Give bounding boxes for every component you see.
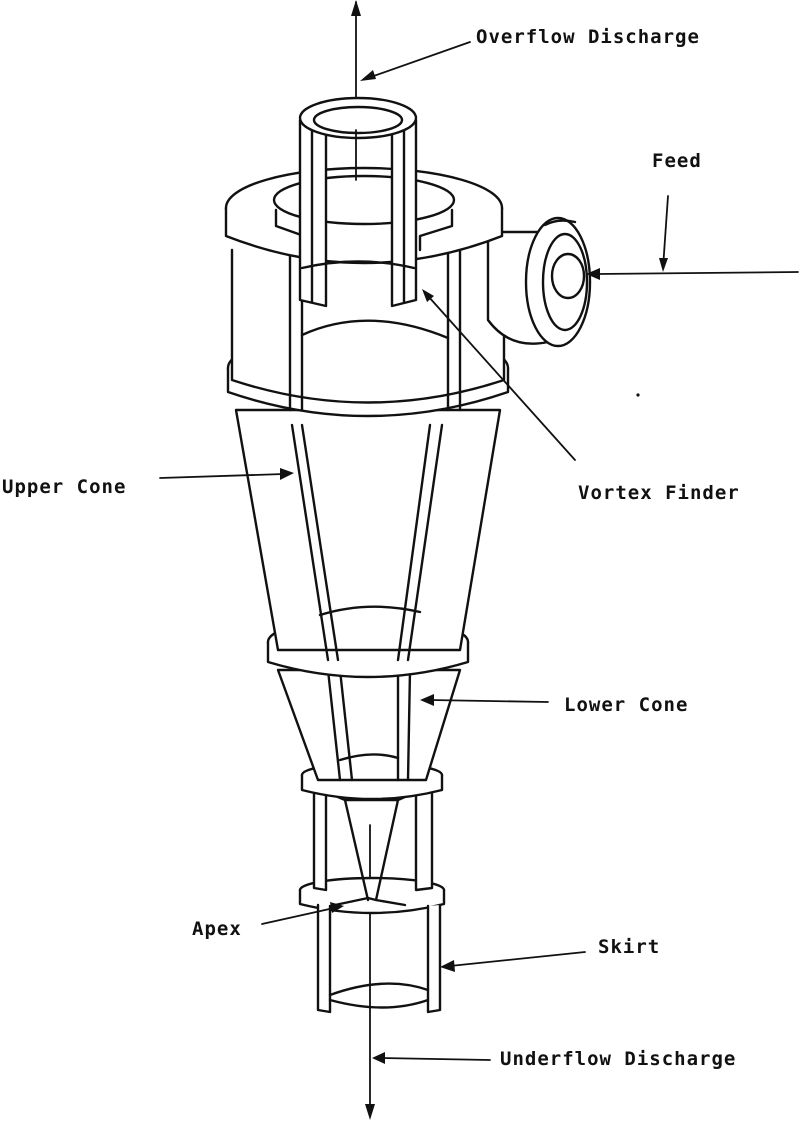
label-skirt: Skirt	[598, 936, 661, 958]
label-vortex-finder: Vortex Finder	[578, 482, 740, 504]
leader-apex	[261, 902, 344, 925]
label-apex: Apex	[192, 918, 242, 940]
cylinder-body	[230, 248, 506, 412]
leader-underflow	[372, 1052, 491, 1064]
leader-upper-cone	[159, 468, 294, 480]
label-overflow-discharge: Overflow Discharge	[476, 26, 700, 48]
skirt-body	[316, 903, 442, 1014]
leader-overflow	[360, 41, 471, 81]
leader-feed	[586, 195, 799, 280]
feed-inlet	[486, 216, 592, 348]
label-underflow-discharge: Underflow Discharge	[500, 1048, 737, 1070]
underflow-axis	[365, 824, 375, 1120]
label-feed: Feed	[652, 150, 702, 172]
label-upper-cone: Upper Cone	[2, 476, 127, 498]
leader-skirt	[440, 951, 586, 972]
leader-vortex	[422, 289, 576, 461]
apex-section	[312, 786, 434, 907]
vortex-finder	[298, 96, 418, 308]
leader-lower-cone	[420, 694, 549, 706]
top-flange	[224, 166, 504, 265]
lower-cone-body	[276, 668, 462, 782]
upper-cone-body	[234, 408, 502, 662]
label-lower-cone: Lower Cone	[564, 694, 689, 716]
